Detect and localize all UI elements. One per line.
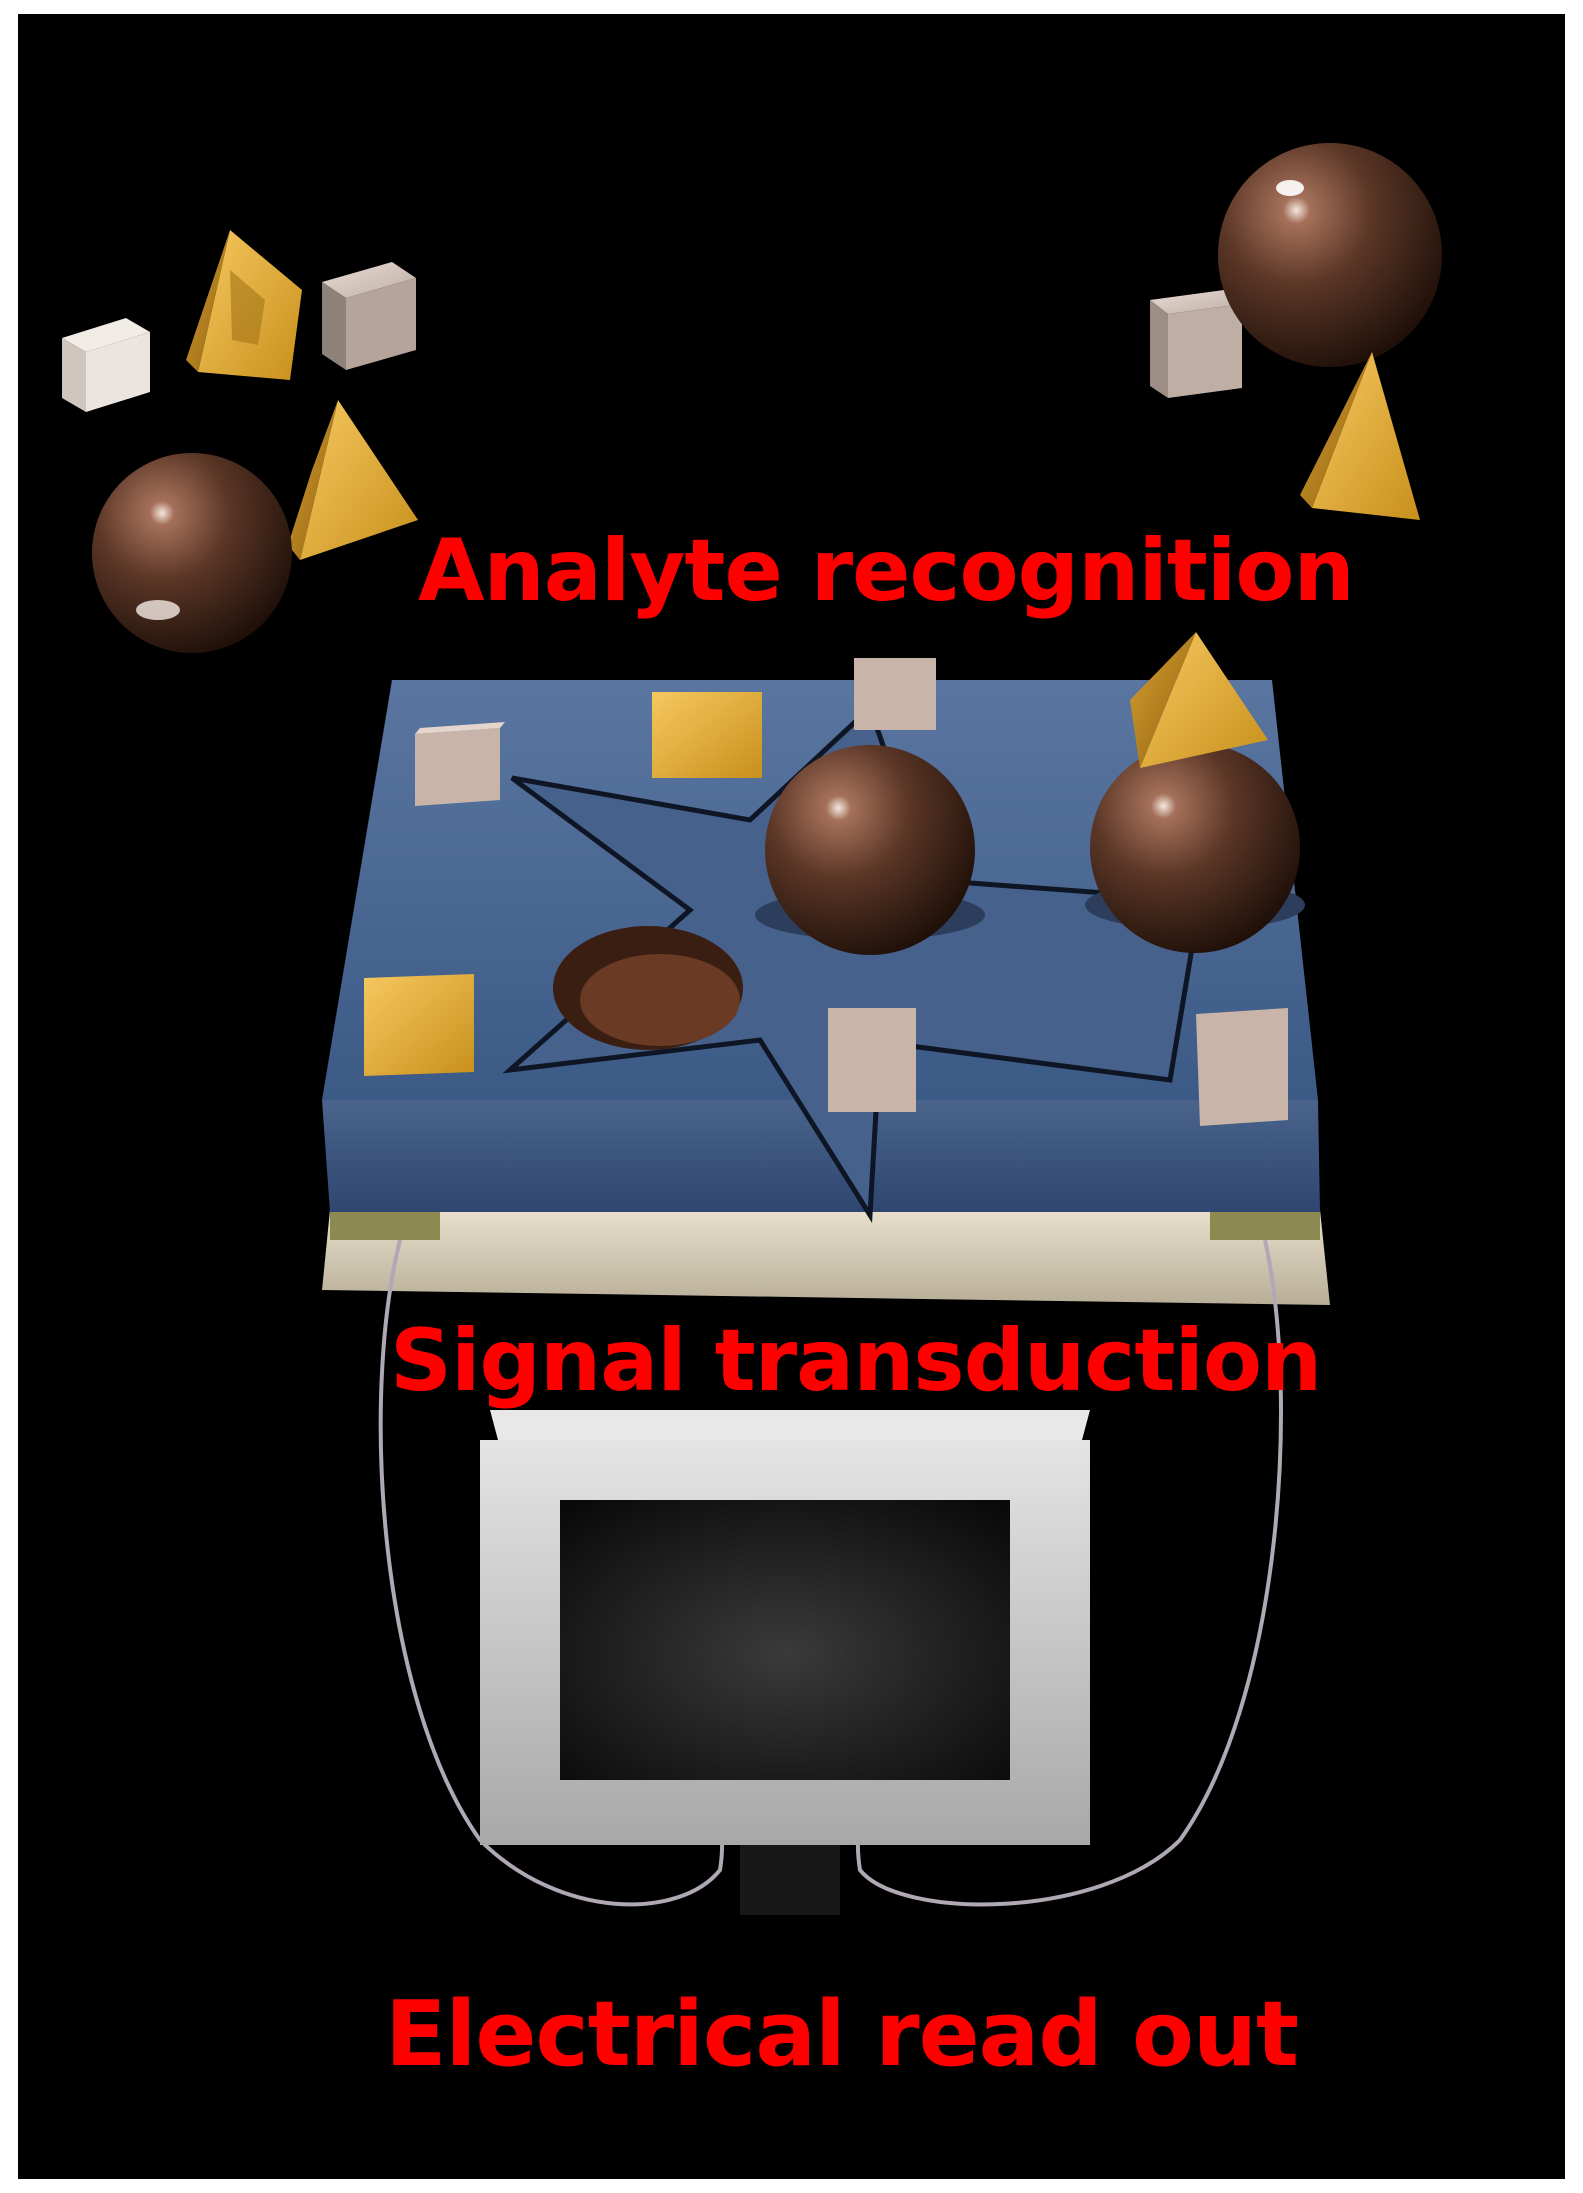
cube-icon [1150, 290, 1242, 398]
substrate-base [322, 1210, 1330, 1305]
electrical-readout-label: Electrical read out [385, 1982, 1299, 2087]
cube-icon [322, 262, 416, 370]
pyramid-icon [1130, 632, 1268, 768]
signal-transduction-label: Signal transduction [390, 1311, 1322, 1411]
cube-icon [828, 1008, 916, 1112]
pyramid-icon [652, 692, 762, 778]
cube-icon [62, 318, 150, 412]
monitor-screen [560, 1500, 1010, 1780]
analytes-right [1150, 143, 1442, 520]
analyte-recognition-label: Analyte recognition [418, 521, 1355, 621]
monitor-icon [480, 1410, 1090, 1915]
monitor-top [490, 1410, 1090, 1440]
cavity-shadow [580, 954, 740, 1046]
sphere-icon [1218, 143, 1442, 367]
pyramid-icon [186, 230, 302, 380]
pyramid-icon [288, 400, 418, 560]
cube-icon [1196, 1008, 1288, 1126]
electrode-right [1210, 1212, 1320, 1240]
sphere-icon [92, 453, 292, 653]
pyramid-icon [364, 974, 474, 1076]
sphere-icon [1085, 743, 1305, 953]
electrode-left [330, 1212, 440, 1240]
monitor-stand [740, 1845, 840, 1915]
pyramid-icon [1300, 352, 1420, 520]
star-imprint [502, 703, 1203, 1223]
sphere-icon [755, 745, 985, 955]
plate-front [322, 1100, 1320, 1212]
cube-icon [854, 658, 936, 730]
sensor-device [322, 632, 1330, 1305]
analytes-left [62, 230, 418, 653]
cube-icon [415, 722, 505, 806]
